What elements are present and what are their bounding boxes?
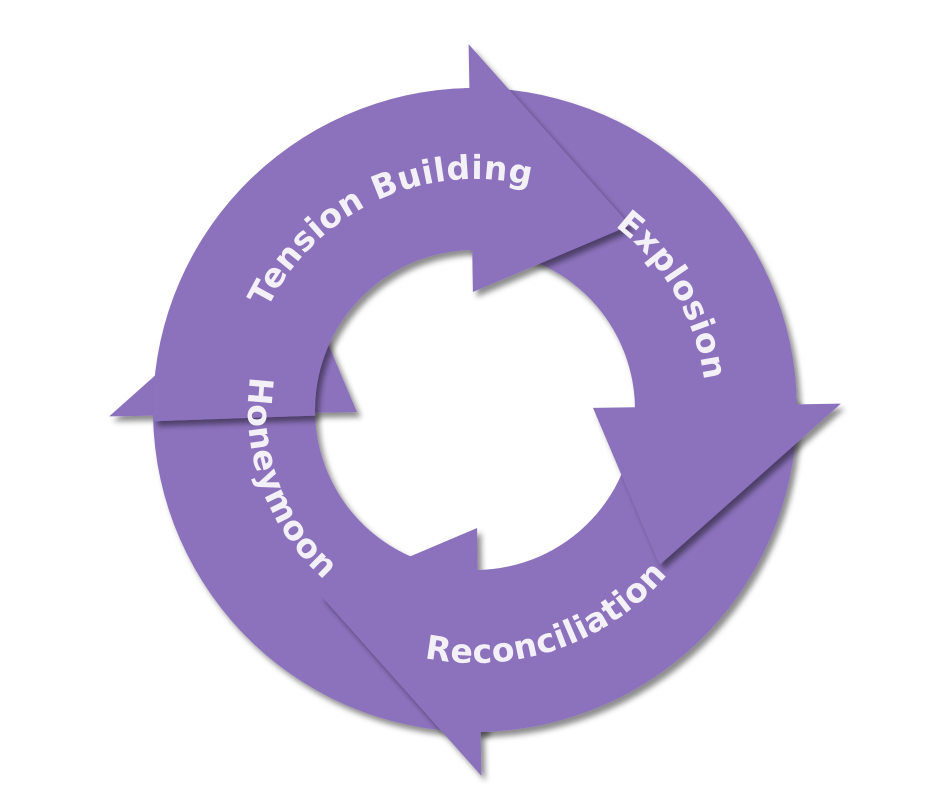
cycle-arrow-tension-building (153, 44, 630, 422)
